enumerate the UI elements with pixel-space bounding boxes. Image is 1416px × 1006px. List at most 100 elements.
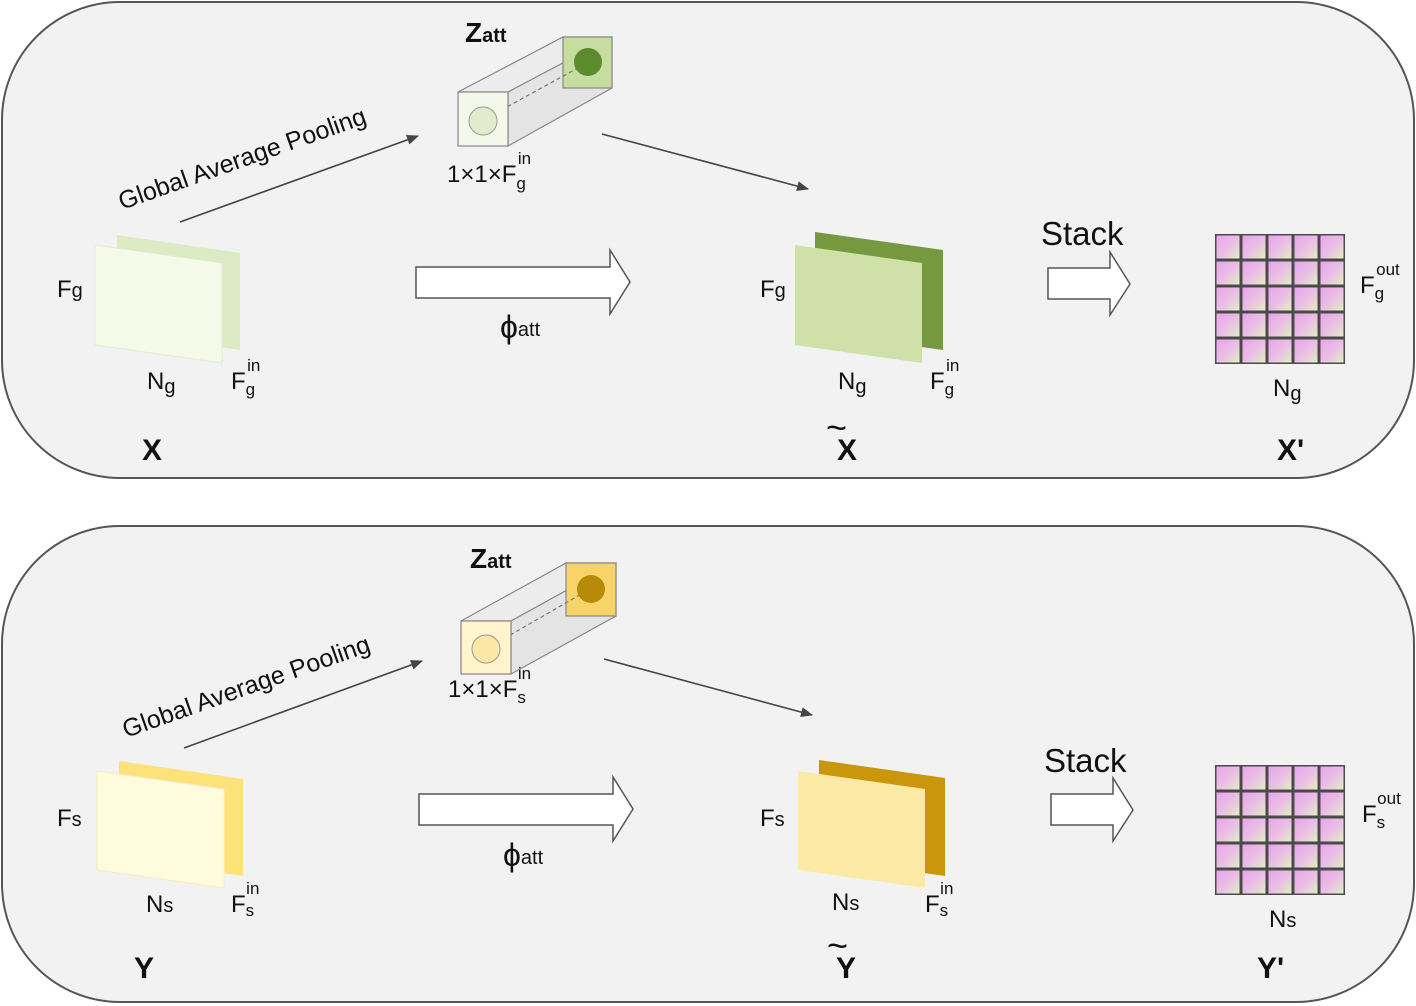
input-fin-label: Fsin xyxy=(231,879,259,920)
attended-fin-label: Fsin xyxy=(925,879,953,920)
output-grid-cell xyxy=(1242,261,1266,285)
z-att-label: Zatt xyxy=(465,17,507,48)
z-att-front-circle xyxy=(471,634,501,664)
output-grid-cell xyxy=(1294,818,1318,842)
input-n-label: Ns xyxy=(146,891,173,918)
input-feature-sheets xyxy=(96,761,243,889)
output-grid-cell xyxy=(1242,313,1266,337)
output-grid-cell xyxy=(1294,792,1318,816)
input-f-label: Fg xyxy=(57,276,83,303)
attended-n-label: Ng xyxy=(838,368,866,398)
output-grid-cell xyxy=(1294,844,1318,868)
output-grid-cell xyxy=(1294,339,1318,363)
stack-block-arrow xyxy=(1050,775,1134,844)
output-grid-cell xyxy=(1320,818,1344,842)
output-grid-cell xyxy=(1320,287,1344,311)
z-att-label: Zatt xyxy=(470,543,512,574)
input-feature-sheets xyxy=(94,235,240,364)
output-grid-cell xyxy=(1268,818,1292,842)
input-name-label: Y xyxy=(134,952,154,985)
output-fout-label: Fsout xyxy=(1362,789,1401,832)
z-att-dimension-label: 1×1×Fsin xyxy=(448,664,531,707)
output-grid-cell xyxy=(1242,844,1266,868)
output-grid-cell xyxy=(1294,870,1318,894)
z-att-back-circle xyxy=(577,575,605,603)
stack-label: Stack xyxy=(1041,215,1124,252)
output-grid-cell xyxy=(1216,818,1240,842)
output-fout-label: Fgout xyxy=(1360,260,1400,303)
output-n-label: Ng xyxy=(1273,375,1301,405)
output-grid-cell xyxy=(1242,339,1266,363)
input-f-label: Fs xyxy=(57,805,82,832)
output-grid-cell xyxy=(1320,313,1344,337)
attended-front-sheet xyxy=(798,771,925,888)
panel-bottom-background xyxy=(1,525,1415,1003)
output-grid-cell xyxy=(1268,339,1292,363)
output-name-label: Y' xyxy=(1257,952,1284,985)
output-n-label: Ns xyxy=(1269,906,1296,933)
input-name-label: X xyxy=(142,434,162,467)
output-grid-cell xyxy=(1320,870,1344,894)
output-grid-cell xyxy=(1216,313,1240,337)
output-grid-cell xyxy=(1268,287,1292,311)
pooling-arrow xyxy=(183,660,423,749)
stack-block-arrow xyxy=(1047,249,1131,318)
output-name-label: X' xyxy=(1277,434,1304,467)
z-att-cuboid xyxy=(457,36,613,148)
output-grid-cell xyxy=(1268,313,1292,337)
panel-top: Fg Ng Fgin X Global Average Pooling Zatt… xyxy=(1,1,1415,479)
z-att-cuboid xyxy=(460,561,617,676)
attended-front-sheet xyxy=(795,245,922,363)
output-grid-cell xyxy=(1242,870,1266,894)
z-att-front-circle xyxy=(468,106,498,136)
output-grid-cell xyxy=(1242,818,1266,842)
phi-att-block-arrow xyxy=(415,247,631,317)
panel-bottom: Fs Ns Fsin Y Global Average Pooling Zatt… xyxy=(1,525,1415,1003)
output-grid-cell xyxy=(1216,261,1240,285)
attended-fin-label: Fgin xyxy=(930,356,959,399)
output-grid-cell xyxy=(1268,766,1292,790)
output-grid-cell xyxy=(1294,287,1318,311)
output-grid-cell xyxy=(1268,792,1292,816)
attention-apply-arrow xyxy=(603,658,813,717)
attended-tilde: ~ xyxy=(826,407,847,448)
output-grid-cell xyxy=(1320,792,1344,816)
attended-f-label: Fg xyxy=(760,276,786,303)
attended-f-label: Fs xyxy=(760,805,785,832)
output-grid-cell xyxy=(1216,844,1240,868)
output-grid-cell xyxy=(1294,261,1318,285)
output-grid-cell xyxy=(1216,766,1240,790)
input-front-sheet xyxy=(94,244,223,364)
output-grid-cell xyxy=(1294,313,1318,337)
input-front-sheet xyxy=(96,770,225,889)
attended-name-label: X xyxy=(837,434,857,467)
output-grid-cell xyxy=(1216,287,1240,311)
output-grid-cell xyxy=(1320,766,1344,790)
z-att-back-circle xyxy=(574,48,602,76)
output-grid-cell xyxy=(1216,235,1240,259)
attended-feature-sheets xyxy=(798,760,945,888)
output-grid-cell xyxy=(1216,339,1240,363)
output-grid-cell xyxy=(1320,261,1344,285)
panel-top-background xyxy=(1,1,1415,479)
output-grid xyxy=(1215,765,1345,895)
output-grid-cell xyxy=(1294,766,1318,790)
output-grid-cell xyxy=(1242,235,1266,259)
input-fin-label: Fgin xyxy=(231,356,260,399)
output-grid-cell xyxy=(1268,844,1292,868)
stack-label: Stack xyxy=(1044,742,1127,779)
output-grid-cell xyxy=(1268,261,1292,285)
output-grid-cell xyxy=(1320,235,1344,259)
output-grid-cell xyxy=(1268,870,1292,894)
attended-n-label: Ns xyxy=(832,889,859,916)
output-grid-cell xyxy=(1268,235,1292,259)
output-grid-cell xyxy=(1320,339,1344,363)
attention-apply-arrow xyxy=(601,133,809,191)
output-grid-cell xyxy=(1320,844,1344,868)
input-n-label: Ng xyxy=(147,368,175,398)
attended-name-label: Y xyxy=(836,952,856,985)
output-grid-cell xyxy=(1216,792,1240,816)
phi-att-block-arrow xyxy=(418,774,634,844)
output-grid-cell xyxy=(1294,235,1318,259)
